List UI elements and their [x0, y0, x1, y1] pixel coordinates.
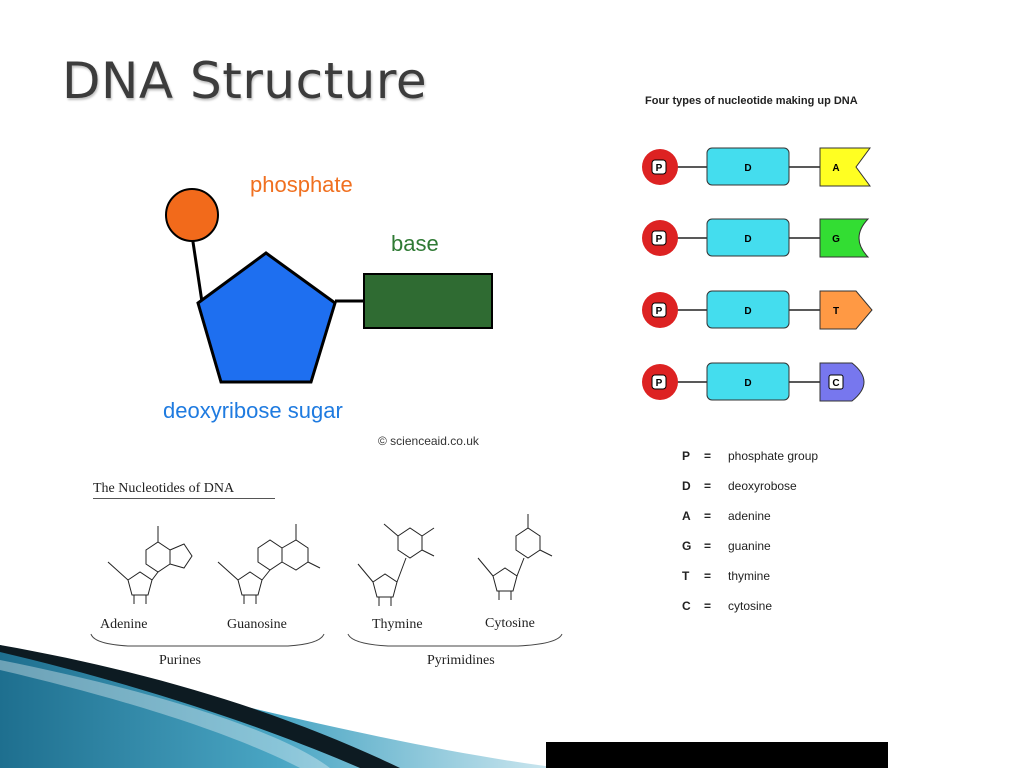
key-meaning: deoxyrobose — [728, 479, 797, 493]
key-row-p: P = phosphate group — [682, 449, 818, 463]
key-meaning: guanine — [728, 539, 771, 553]
key-symbol: T — [682, 569, 690, 583]
base-letter-a: A — [832, 163, 839, 174]
thymine-label: Thymine — [372, 617, 423, 632]
key-row-t: T = thymine — [682, 569, 770, 583]
group-braces — [90, 633, 563, 647]
key-meaning: phosphate group — [728, 449, 819, 463]
deoxyribose-pentagon — [196, 251, 337, 384]
sugar-label: deoxyribose sugar — [163, 398, 343, 423]
title-underline — [93, 498, 275, 499]
key-row-a: A = adenine — [682, 509, 771, 523]
purines-label: Purines — [159, 653, 201, 668]
deoxyribose-letter-c: D — [744, 378, 751, 389]
phosphate-letter-c: P — [656, 378, 663, 389]
key-equals: = — [704, 509, 712, 523]
cytosine-label: Cytosine — [485, 616, 535, 631]
nucleotide-row-a: P D A — [642, 147, 871, 187]
base-label: base — [391, 231, 439, 256]
key-equals: = — [704, 449, 712, 463]
pyrimidines-label: Pyrimidines — [427, 653, 495, 668]
nucleotide-diagram: phosphate base deoxyribose sugar — [163, 172, 493, 423]
deoxyribose-box-t — [706, 290, 790, 329]
nucleotide-row-g: P D G — [642, 218, 870, 258]
slide-title: DNA Structure — [62, 52, 428, 110]
deoxyribose-box-g — [706, 218, 790, 257]
adenine-label: Adenine — [100, 617, 148, 632]
key-symbol: G — [682, 539, 692, 553]
guanosine-label: Guanosine — [227, 617, 287, 632]
phosphate-letter-g: P — [656, 234, 663, 245]
base-letter-t: T — [833, 306, 839, 317]
deoxyribose-letter-a: D — [744, 163, 751, 174]
phosphate-letter-t: P — [656, 306, 663, 317]
purines-brace — [90, 633, 325, 647]
thymine-structure — [357, 523, 435, 606]
nucleotides-panel-title: The Nucleotides of DNA — [93, 481, 235, 496]
adenine-shape — [819, 147, 871, 187]
base-letter-g: G — [832, 234, 840, 245]
key-symbol: D — [682, 479, 691, 493]
deoxyribose-letter-g: D — [744, 234, 751, 245]
key-symbol: C — [682, 599, 691, 613]
key-row-d: D = deoxyrobose — [682, 479, 797, 493]
nucleotide-row-t: P D T — [642, 290, 873, 330]
key-equals: = — [704, 599, 712, 613]
four-types-diagram: P D A P D G P D T P D C — [642, 147, 873, 402]
key-row-g: G = guanine — [682, 539, 771, 553]
four-types-heading: Four types of nucleotide making up DNA — [645, 95, 858, 107]
nucleotide-structures — [107, 514, 553, 606]
image-credit: © scienceaid.co.uk — [378, 434, 479, 448]
nucleotide-row-c: P D C — [642, 362, 865, 402]
corner-swoosh-decoration — [0, 645, 560, 768]
phosphate-letter-a: P — [656, 163, 663, 174]
key-meaning: adenine — [728, 509, 771, 523]
deoxyribose-box-a — [706, 147, 790, 186]
pyrimidines-brace — [347, 633, 563, 647]
thymine-shape — [819, 290, 873, 330]
phosphate-circle — [165, 188, 219, 242]
phosphate-label: phosphate — [250, 172, 353, 197]
deoxyribose-letter-t: D — [744, 306, 751, 317]
key-symbol: P — [682, 449, 691, 463]
guanine-shape — [819, 218, 870, 258]
key-symbol: A — [682, 509, 691, 523]
key-row-c: C = cytosine — [682, 599, 772, 613]
key-meaning: thymine — [728, 569, 771, 583]
key-meaning: cytosine — [728, 599, 773, 613]
key-equals: = — [704, 539, 712, 553]
cytosine-structure — [477, 514, 553, 600]
guanosine-structure — [217, 524, 321, 604]
base-rectangle — [363, 273, 493, 329]
base-letter-c: C — [832, 378, 839, 389]
deoxyribose-box-c — [706, 362, 790, 401]
adenine-structure — [107, 526, 193, 604]
key-equals: = — [704, 479, 712, 493]
black-bar-decoration — [546, 742, 888, 768]
key-equals: = — [704, 569, 712, 583]
